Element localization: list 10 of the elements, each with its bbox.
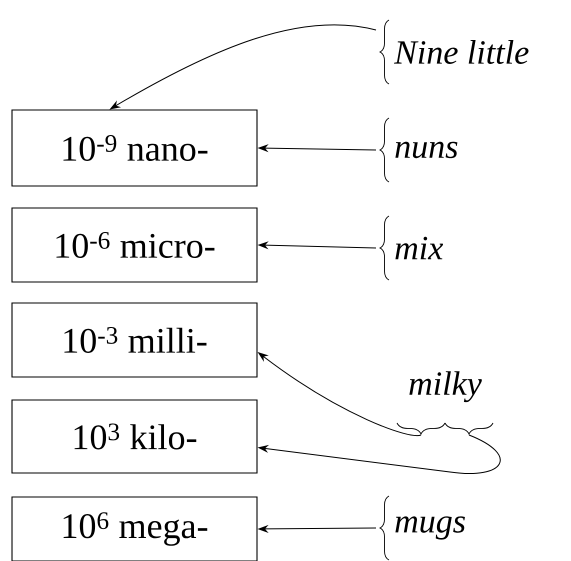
prefix-box: 10$^{-3}$ milli-: [11, 302, 258, 378]
prefix-box: 10$^{3}$ kilo-: [11, 399, 258, 474]
bracketed-word: mix: [380, 216, 444, 280]
prefix-box: 10$^{6}$ mega-: [11, 496, 258, 561]
bracketed-word: mugs: [380, 496, 465, 560]
prefix-box: 10$^{-9}$ nano-: [11, 109, 258, 187]
bracketed-word: nuns: [380, 118, 458, 182]
prefix-box: 10$^{-6}$ micro-: [11, 207, 258, 283]
bracketed-word: Nine little: [380, 20, 528, 84]
bracketed-word: milky: [396, 371, 494, 434]
